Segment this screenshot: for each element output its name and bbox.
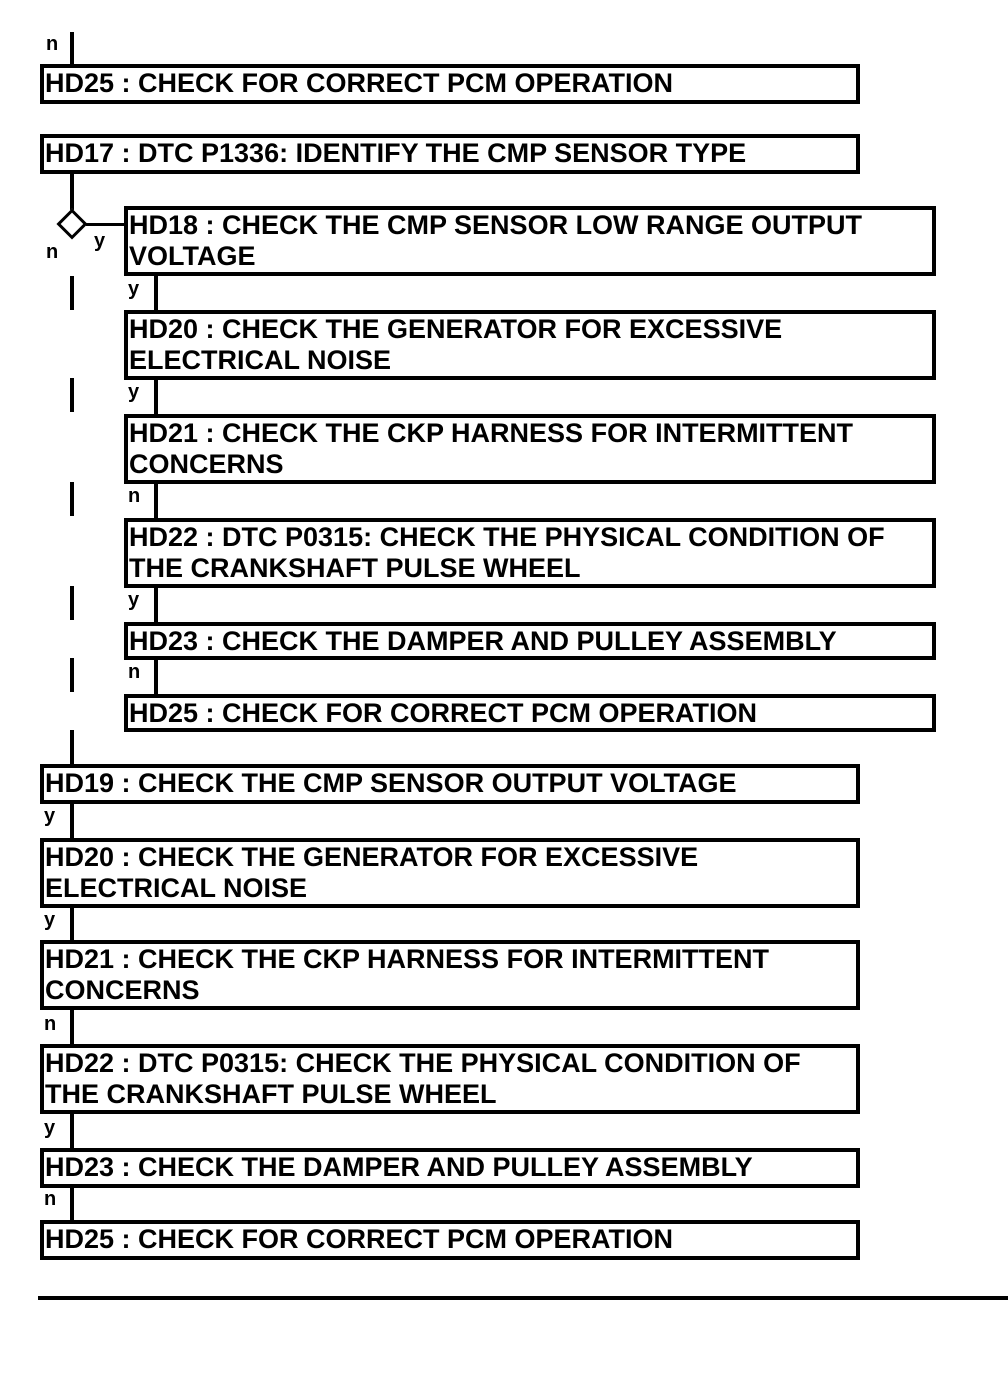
decision-diamond: [56, 208, 88, 240]
step-text: THE CRANKSHAFT PULSE WHEEL: [45, 1079, 497, 1109]
step-text: HD25 : CHECK FOR CORRECT PCM OPERATION: [45, 1224, 674, 1254]
step-hd20-n: HD20 : CHECK THE GENERATOR FOR EXCESSIVE…: [40, 838, 860, 908]
connector-line: [154, 586, 158, 624]
connector-line: [154, 482, 158, 520]
connector-label: n: [128, 485, 141, 507]
step-text: HD20 : CHECK THE GENERATOR FOR EXCESSIVE: [129, 314, 783, 344]
step-text: HD21 : CHECK THE CKP HARNESS FOR INTERMI…: [129, 418, 854, 448]
connector-label: n: [128, 661, 141, 683]
step-hd17: HD17 : DTC P1336: IDENTIFY THE CMP SENSO…: [40, 134, 860, 174]
connector-line: [70, 32, 74, 66]
connector-line: [70, 378, 74, 412]
connector-line: [154, 378, 158, 416]
connector-label: y: [44, 805, 56, 827]
decision-label-n: n: [46, 241, 59, 263]
step-text: HD25 : CHECK FOR CORRECT PCM OPERATION: [129, 698, 758, 728]
connector-line: [70, 1008, 74, 1046]
connector-label: y: [44, 1117, 56, 1139]
connector-line: [70, 276, 74, 310]
connector-label: y: [128, 381, 140, 403]
connector-line: [70, 730, 74, 766]
step-hd25-y: HD25 : CHECK FOR CORRECT PCM OPERATION: [124, 694, 936, 732]
connector-line: [154, 274, 158, 312]
connector-line: [154, 658, 158, 696]
connector-label: y: [128, 589, 140, 611]
connector-label: n: [46, 33, 59, 55]
step-hd20-y: HD20 : CHECK THE GENERATOR FOR EXCESSIVE…: [124, 310, 936, 380]
step-text: HD20 : CHECK THE GENERATOR FOR EXCESSIVE: [45, 842, 699, 872]
page-divider: [38, 1296, 1008, 1300]
step-text: ELECTRICAL NOISE: [129, 345, 392, 375]
step-text: HD18 : CHECK THE CMP SENSOR LOW RANGE OU…: [129, 210, 863, 240]
step-hd22-n: HD22 : DTC P0315: CHECK THE PHYSICAL CON…: [40, 1044, 860, 1114]
step-hd25-top: HD25 : CHECK FOR CORRECT PCM OPERATION: [40, 64, 860, 104]
connector-line: [70, 1112, 74, 1150]
connector-line: [70, 172, 74, 210]
step-text: ELECTRICAL NOISE: [45, 873, 308, 903]
connector-line: [70, 802, 74, 840]
step-hd21-y: HD21 : CHECK THE CKP HARNESS FOR INTERMI…: [124, 414, 936, 484]
step-text: HD22 : DTC P0315: CHECK THE PHYSICAL CON…: [129, 522, 885, 552]
connector-label: y: [128, 278, 140, 300]
step-text: THE CRANKSHAFT PULSE WHEEL: [129, 553, 581, 583]
step-hd22-y: HD22 : DTC P0315: CHECK THE PHYSICAL CON…: [124, 518, 936, 588]
connector-line: [70, 658, 74, 692]
step-text: CONCERNS: [45, 975, 200, 1005]
connector-label: y: [44, 909, 56, 931]
connector-label: n: [44, 1188, 57, 1210]
step-text: HD19 : CHECK THE CMP SENSOR OUTPUT VOLTA…: [45, 768, 737, 798]
step-text: HD22 : DTC P0315: CHECK THE PHYSICAL CON…: [45, 1048, 801, 1078]
connector-line: [70, 482, 74, 516]
step-text: HD23 : CHECK THE DAMPER AND PULLEY ASSEM…: [45, 1152, 753, 1182]
step-hd18: HD18 : CHECK THE CMP SENSOR LOW RANGE OU…: [124, 206, 936, 276]
step-hd23-n: HD23 : CHECK THE DAMPER AND PULLEY ASSEM…: [40, 1148, 860, 1188]
step-text: HD17 : DTC P1336: IDENTIFY THE CMP SENSO…: [45, 138, 747, 168]
connector-line: [86, 223, 128, 226]
connector-label: n: [44, 1013, 57, 1035]
step-text: HD21 : CHECK THE CKP HARNESS FOR INTERMI…: [45, 944, 770, 974]
connector-line: [70, 1186, 74, 1222]
step-hd21-n: HD21 : CHECK THE CKP HARNESS FOR INTERMI…: [40, 940, 860, 1010]
step-text: HD25 : CHECK FOR CORRECT PCM OPERATION: [45, 68, 674, 98]
step-text: HD23 : CHECK THE DAMPER AND PULLEY ASSEM…: [129, 626, 837, 656]
decision-label-y: y: [94, 230, 106, 252]
step-hd19: HD19 : CHECK THE CMP SENSOR OUTPUT VOLTA…: [40, 764, 860, 804]
connector-line: [70, 586, 74, 620]
step-hd23-y: HD23 : CHECK THE DAMPER AND PULLEY ASSEM…: [124, 622, 936, 660]
connector-line: [70, 906, 74, 942]
step-text: CONCERNS: [129, 449, 284, 479]
step-text: VOLTAGE: [129, 241, 256, 271]
step-hd25-n: HD25 : CHECK FOR CORRECT PCM OPERATION: [40, 1220, 860, 1260]
